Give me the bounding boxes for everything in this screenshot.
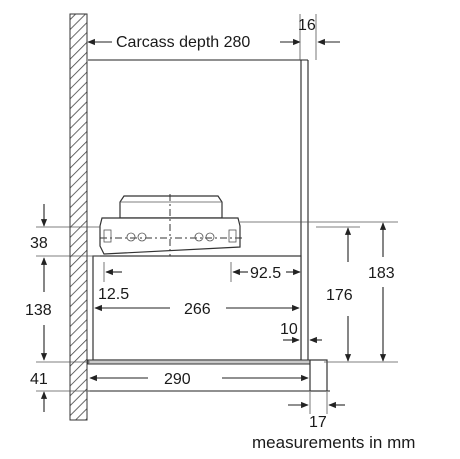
label-total-depth: 290 [164, 371, 191, 388]
units-note: measurements in mm [252, 433, 415, 452]
label-height-bottom: 41 [30, 371, 48, 388]
label-height-small: 176 [326, 287, 353, 304]
wall-hatched [69, 13, 88, 421]
dimension-lines [36, 14, 398, 414]
label-front-thickness: 17 [309, 414, 327, 431]
label-carcass-depth: Carcass depth 280 [116, 34, 250, 51]
label-height-top: 38 [30, 235, 48, 252]
label-height-large: 183 [368, 265, 395, 282]
label-outlet-offset: 92.5 [250, 265, 281, 282]
label-inner-width: 266 [184, 301, 211, 318]
label-panel-gap: 10 [280, 321, 298, 338]
label-height-body: 138 [25, 302, 52, 319]
label-front-offset: 16 [298, 17, 316, 34]
label-inset-left: 12.5 [98, 286, 129, 303]
fan-symbols [103, 229, 237, 243]
